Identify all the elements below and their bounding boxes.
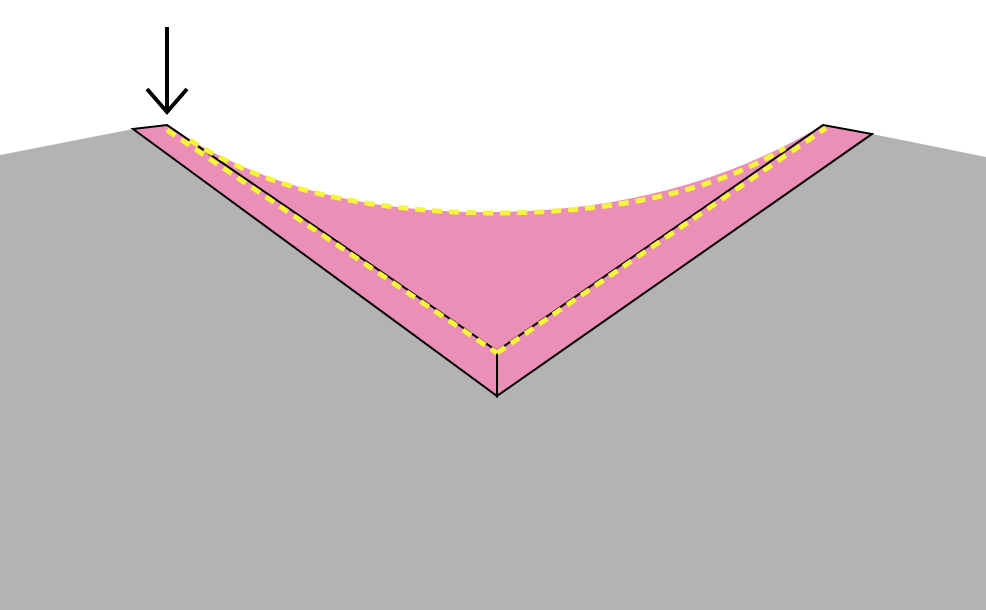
- down-arrow-icon: [145, 27, 189, 116]
- garment-fabric: [0, 129, 986, 610]
- right-stitch-line: [495, 125, 828, 356]
- left-stitch-line: [165, 127, 499, 356]
- neckline-curve-stitch: [188, 137, 787, 216]
- neckline-facing-inner: [167, 125, 823, 351]
